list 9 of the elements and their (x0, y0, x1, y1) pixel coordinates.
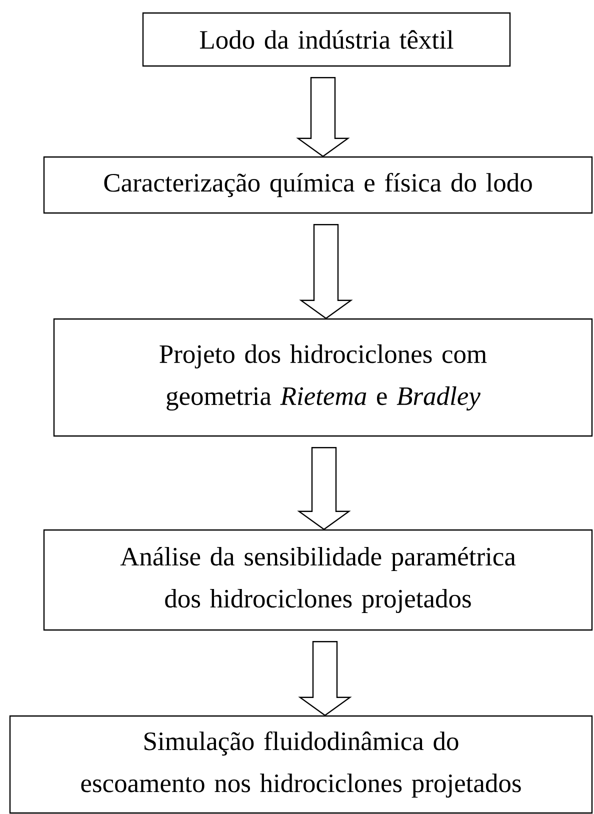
process-box: Lodo da indústria têxtil (142, 12, 511, 67)
block-arrow (297, 447, 351, 530)
process-box: Caracterização química e física do lodo (43, 156, 593, 214)
process-box: Projeto dos hidrociclones com geometria Rietema e Bradley (53, 318, 593, 437)
block-arrow (298, 641, 352, 716)
process-box: Simulação fluidodinâmica do escoamento nos hidrociclones projetados (9, 715, 593, 814)
block-arrow (296, 77, 350, 158)
block-arrow (299, 224, 353, 320)
process-box: Análise da sensibilidade paramétrica dos hidrociclones projetados (43, 529, 593, 631)
